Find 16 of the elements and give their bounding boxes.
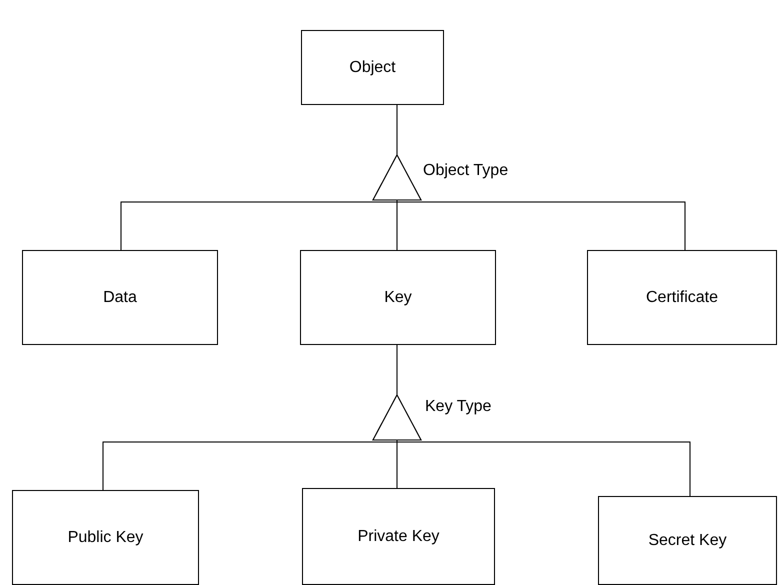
generalization-label: Key Type — [425, 398, 492, 416]
class-box — [302, 488, 495, 585]
class-box — [587, 250, 777, 345]
class-box — [22, 250, 218, 345]
class-name: Certificate — [646, 288, 718, 306]
class-name: Key — [384, 288, 412, 306]
class-name: Secret Key — [648, 532, 727, 550]
class-box — [12, 490, 199, 585]
generalization-label: Object Type — [423, 162, 508, 180]
class-name: Object — [349, 58, 396, 76]
class-name: Private Key — [358, 528, 440, 546]
class-box — [300, 250, 496, 345]
class-box — [598, 496, 777, 585]
class-name: Data — [103, 288, 137, 306]
class-name: Public Key — [68, 528, 144, 546]
class-box — [301, 30, 444, 105]
